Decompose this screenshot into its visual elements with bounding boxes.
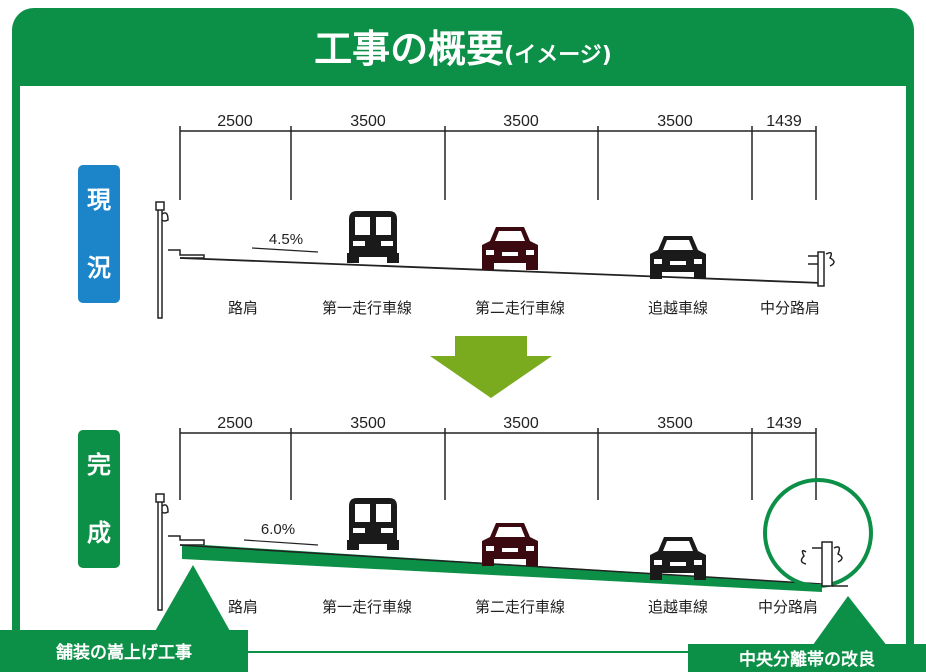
current-lane-4: 追越車線 [648,299,708,317]
current-van-icon [347,211,399,263]
completed-median-barrier-icon [800,541,848,587]
left-callout-label: 舗装の嵩上げ工事 [55,642,192,663]
completed-lane-5: 中分路肩 [758,598,818,616]
page-title: 工事の概要(イメージ) [314,27,612,71]
completed-slope-arrow [243,539,319,546]
left-callout-pointer [150,565,235,640]
current-slope-arrow [251,247,319,253]
current-dim-5: 1439 [766,113,802,130]
current-label-badge [78,165,120,303]
current-label-char-1: 現 [87,186,111,214]
current-median-barrier-icon [808,251,835,287]
inner-panel [20,86,906,672]
median-highlight-circle [763,478,873,588]
completed-label-badge [78,430,120,568]
current-lane-2: 第一走行車線 [322,299,412,317]
completed-dimension-line [179,428,817,500]
completed-van-icon [347,498,399,550]
completed-dim-1: 2500 [217,415,253,432]
completed-pavement-overlay [182,545,822,592]
completed-lane-3: 第二走行車線 [475,598,565,616]
title-main: 工事の概要 [314,27,504,71]
current-lane-5: 中分路肩 [760,299,820,317]
current-lane-3: 第二走行車線 [475,299,565,317]
completed-dim-3: 3500 [503,415,539,432]
current-label-char-2: 況 [87,254,111,282]
completed-label-char-1: 完 [87,451,111,479]
completed-label-char-2: 成 [87,519,111,547]
completed-section: 完 成 2500 3500 3500 3500 1439 6.0% [78,415,873,616]
completed-slope-label: 6.0% [261,521,295,538]
current-road-surface [179,257,823,284]
title-sub: (イメージ) [504,43,612,68]
current-slope-label: 4.5% [269,231,303,248]
current-dim-1: 2500 [217,113,253,130]
completed-dim-5: 1439 [766,415,802,432]
right-callout-label: 中央分離帯の改良 [739,649,875,670]
right-callout-box [688,644,926,672]
right-callout-pointer [805,596,895,656]
current-dim-4: 3500 [657,113,693,130]
current-lane-1: 路肩 [228,299,258,317]
transition-down-arrow [430,336,552,398]
current-section: 現 況 2500 3500 3500 3500 1439 4.5% 路肩 第一走 [78,113,835,319]
current-dimension-line [179,126,817,200]
completed-lane-2: 第一走行車線 [322,598,412,616]
completed-lane-1: 路肩 [228,598,258,616]
left-callout-box [0,630,248,672]
completed-lane-4: 追越車線 [648,598,708,616]
completed-road-surface [179,544,823,585]
current-dim-2: 3500 [350,113,386,130]
completed-dim-4: 3500 [657,415,693,432]
completed-dim-2: 3500 [350,415,386,432]
current-dim-3: 3500 [503,113,539,130]
